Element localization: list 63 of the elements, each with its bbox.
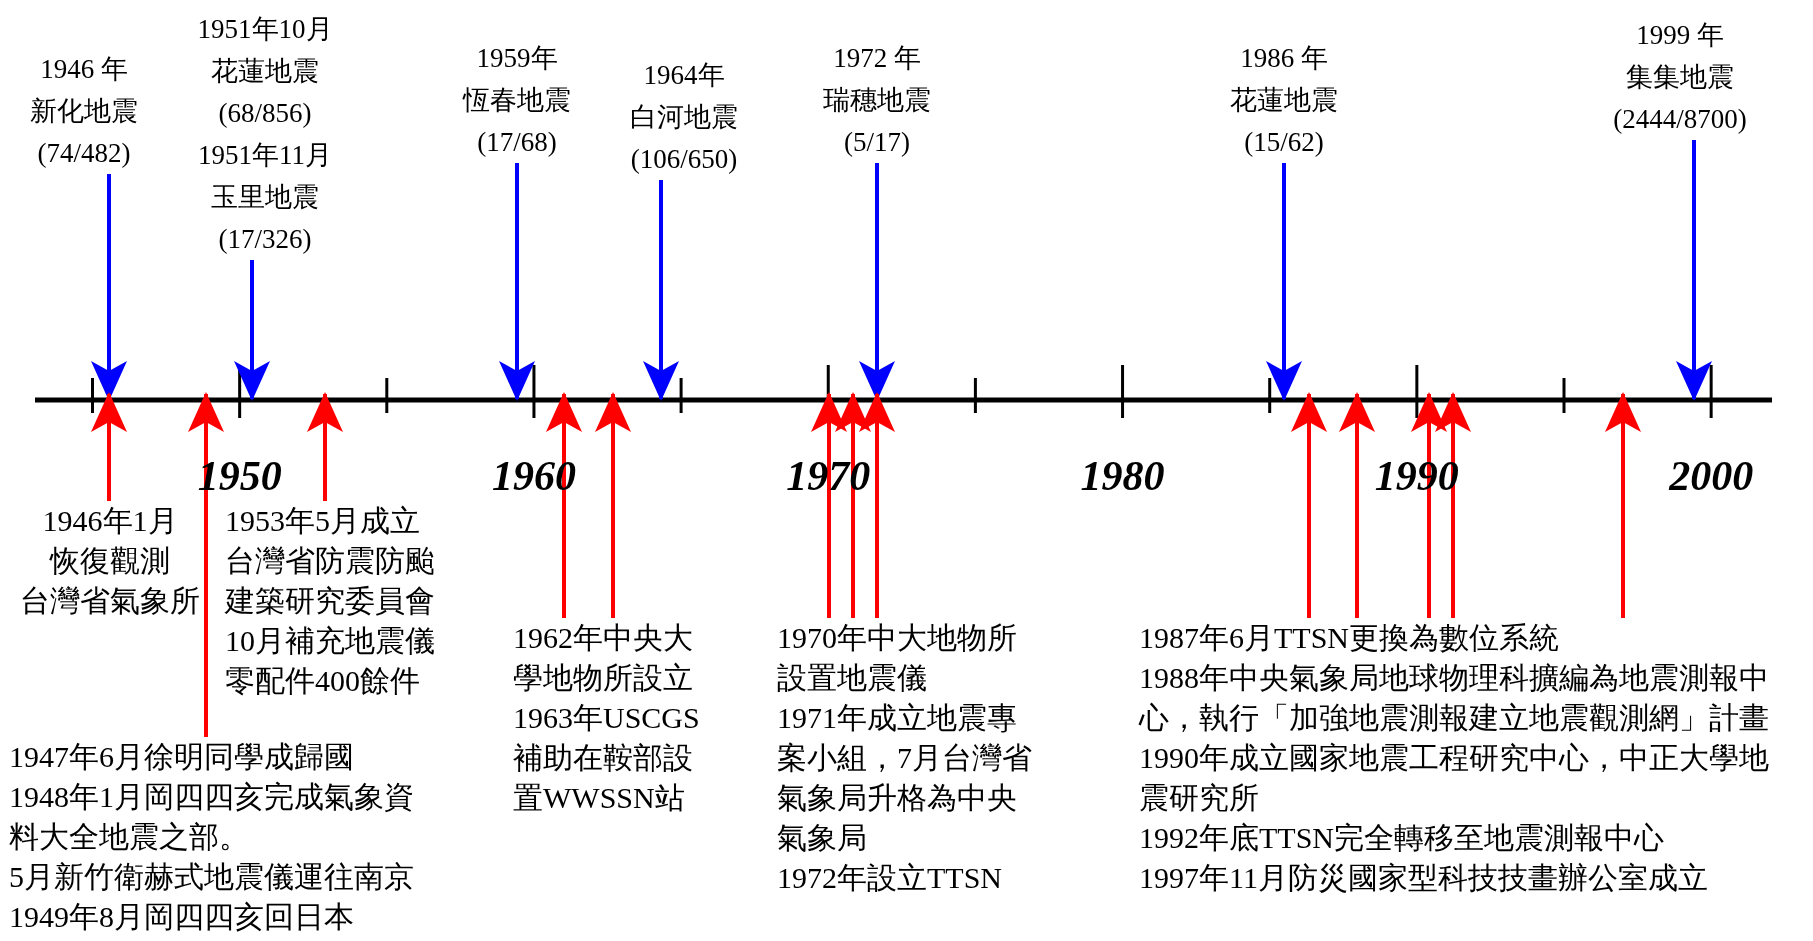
event-note: 1946年1月 bbox=[41, 503, 179, 539]
year-label: 1980 bbox=[1080, 452, 1165, 500]
earthquake-label: 1951年11月 bbox=[197, 139, 333, 172]
event-note: 1953年5月成立台灣省防震防颱建築研究委員會 bbox=[225, 503, 436, 619]
arrow bbox=[91, 392, 127, 501]
arrow bbox=[499, 163, 535, 401]
earthquake-label: (17/68) bbox=[476, 126, 558, 159]
event-note: 1970年中大地物所設置地震儀 bbox=[777, 620, 1018, 696]
arrow bbox=[1339, 392, 1375, 618]
arrow bbox=[1676, 140, 1712, 401]
earthquake-label: 1946 年 bbox=[39, 53, 129, 86]
arrow bbox=[595, 392, 631, 618]
arrow bbox=[1291, 392, 1327, 618]
event-note: 1988年中央氣象局地球物理科擴編為地震測報中心，執行「加強地震測報建立地震觀測網」計畫 bbox=[1139, 660, 1770, 736]
event-note: 1992年底TTSN完全轉移至地震測報中心 bbox=[1139, 820, 1665, 856]
arrow bbox=[1435, 392, 1471, 618]
arrow bbox=[643, 180, 679, 401]
arrow bbox=[234, 260, 270, 401]
earthquake-label: (2444/8700) bbox=[1612, 103, 1748, 136]
event-note: 恢復觀測 bbox=[48, 543, 171, 579]
earthquake-label: 瑞穗地震 bbox=[822, 84, 932, 117]
earthquake-label: 1972 年 bbox=[832, 42, 922, 75]
earthquake-label: (74/482) bbox=[36, 137, 132, 170]
earthquake-label: 1964年 bbox=[642, 59, 726, 92]
arrow bbox=[835, 392, 871, 618]
earthquake-label: 花蓮地震 bbox=[1229, 84, 1339, 117]
event-note: 1971年成立地震專案小組，7月台灣省氣象局升格為中央氣象局 bbox=[777, 700, 1033, 856]
event-note: 1948年1月岡四四亥完成氣象資料大全地震之部。 bbox=[9, 779, 415, 855]
arrow bbox=[546, 392, 582, 618]
earthquake-label: 1951年10月 bbox=[196, 13, 334, 46]
arrow bbox=[811, 392, 847, 618]
earthquake-label: 1959年 bbox=[475, 42, 559, 75]
earthquake-label: 花蓮地震 bbox=[210, 55, 320, 88]
arrow bbox=[188, 392, 224, 737]
event-note: 1990年成立國家地震工程研究中心，中正大學地震研究所 bbox=[1139, 740, 1770, 816]
arrow bbox=[307, 392, 343, 501]
earthquake-label: (17/326) bbox=[217, 223, 313, 256]
earthquake-label: (5/17) bbox=[843, 126, 911, 159]
earthquake-label: (15/62) bbox=[1243, 126, 1325, 159]
earthquake-label: 新化地震 bbox=[29, 95, 139, 128]
event-note: 1972年設立TTSN bbox=[777, 860, 1003, 896]
earthquake-label: 玉里地震 bbox=[210, 181, 320, 214]
arrow bbox=[1266, 163, 1302, 401]
earthquake-label: (68/856) bbox=[217, 97, 313, 130]
event-note: 10月補充地震儀零配件400餘件 bbox=[225, 623, 436, 699]
earthquake-label: (106/650) bbox=[629, 143, 739, 176]
arrow bbox=[1411, 392, 1447, 618]
earthquake-label: 恆春地震 bbox=[461, 84, 572, 117]
earthquake-label: 集集地震 bbox=[1625, 61, 1735, 94]
year-label: 2000 bbox=[1669, 452, 1754, 500]
event-note: 台灣省氣象所 bbox=[19, 583, 201, 619]
event-note: 1963年USCGS補助在鞍部設置WWSSN站 bbox=[513, 700, 701, 816]
earthquake-label: 1999 年 bbox=[1635, 19, 1725, 52]
earthquake-label: 白河地震 bbox=[629, 101, 739, 134]
earthquake-label: 1986 年 bbox=[1239, 42, 1329, 75]
event-note: 1997年11月防災國家型科技技畫辦公室成立 bbox=[1139, 860, 1709, 896]
arrow bbox=[859, 392, 895, 618]
event-note: 1987年6月TTSN更換為數位系統 bbox=[1139, 620, 1560, 656]
event-note: 1962年中央大學地物所設立 bbox=[513, 620, 694, 696]
arrow bbox=[1605, 392, 1641, 618]
event-note: 5月新竹衛赫式地震儀運往南京 bbox=[9, 859, 415, 895]
event-note: 1947年6月徐明同學成歸國 bbox=[9, 739, 355, 775]
event-note: 1949年8月岡四四亥回日本 bbox=[9, 899, 355, 935]
